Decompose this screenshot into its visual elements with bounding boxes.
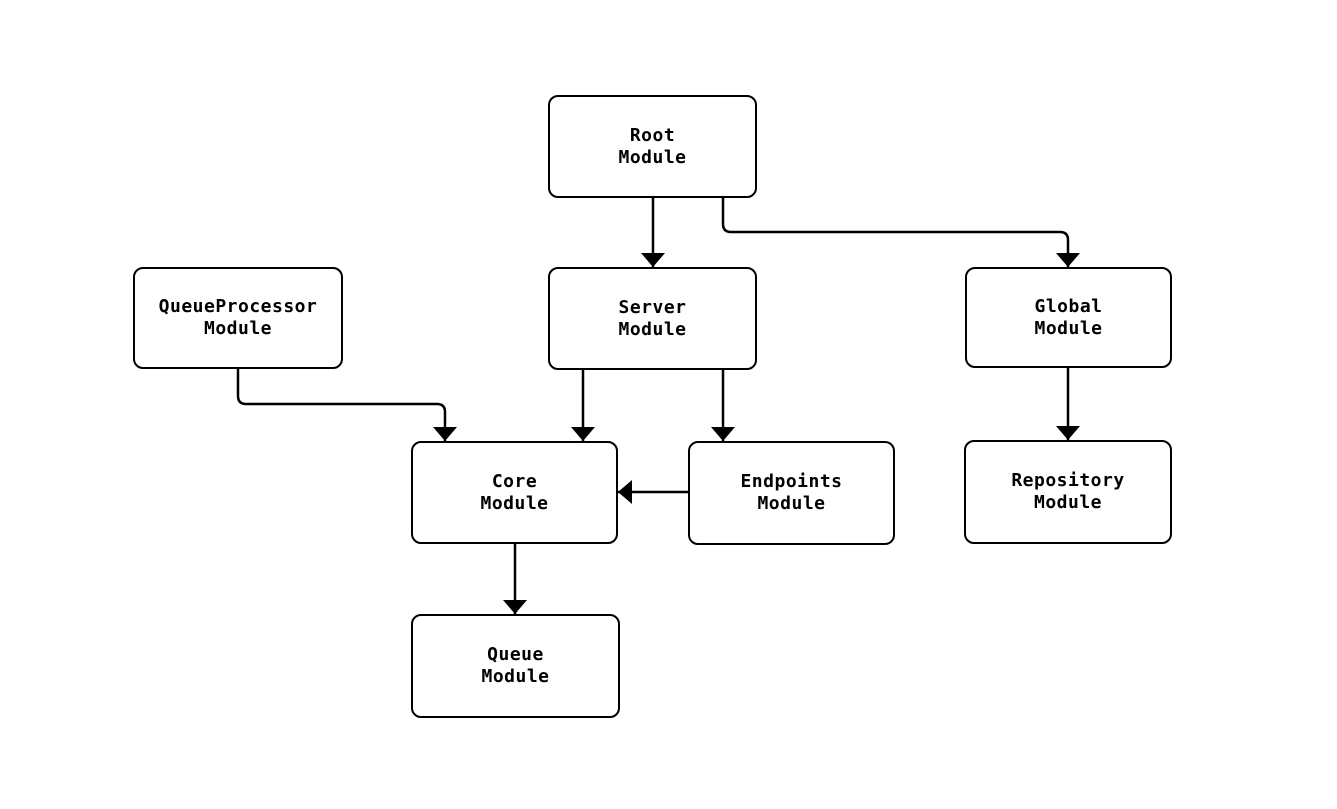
node-global-module: Global Module — [965, 267, 1172, 368]
node-root-module: Root Module — [548, 95, 757, 198]
node-endpoints-module: Endpoints Module — [688, 441, 895, 545]
node-endpoints-module-label: Endpoints Module — [740, 471, 843, 514]
node-repository-module: Repository Module — [964, 440, 1172, 544]
node-repository-module-label: Repository Module — [1011, 470, 1125, 513]
node-root-module-label: Root Module — [618, 124, 687, 168]
node-core-module: Core Module — [411, 441, 618, 544]
node-server-module-label: Server Module — [618, 296, 687, 340]
node-queue-module-label: Queue Module — [481, 644, 550, 687]
node-global-module-label: Global Module — [1034, 295, 1103, 339]
node-queue-module: Queue Module — [411, 614, 620, 718]
node-core-module-label: Core Module — [480, 470, 549, 514]
node-queueprocessor-module-label: QueueProcessor Module — [158, 296, 318, 339]
edge-root-to-global-arrow — [721, 198, 1080, 267]
node-queueprocessor-module: QueueProcessor Module — [133, 267, 343, 369]
edge-queueprocessor-to-core-arrow — [236, 369, 457, 441]
node-server-module: Server Module — [548, 267, 757, 370]
